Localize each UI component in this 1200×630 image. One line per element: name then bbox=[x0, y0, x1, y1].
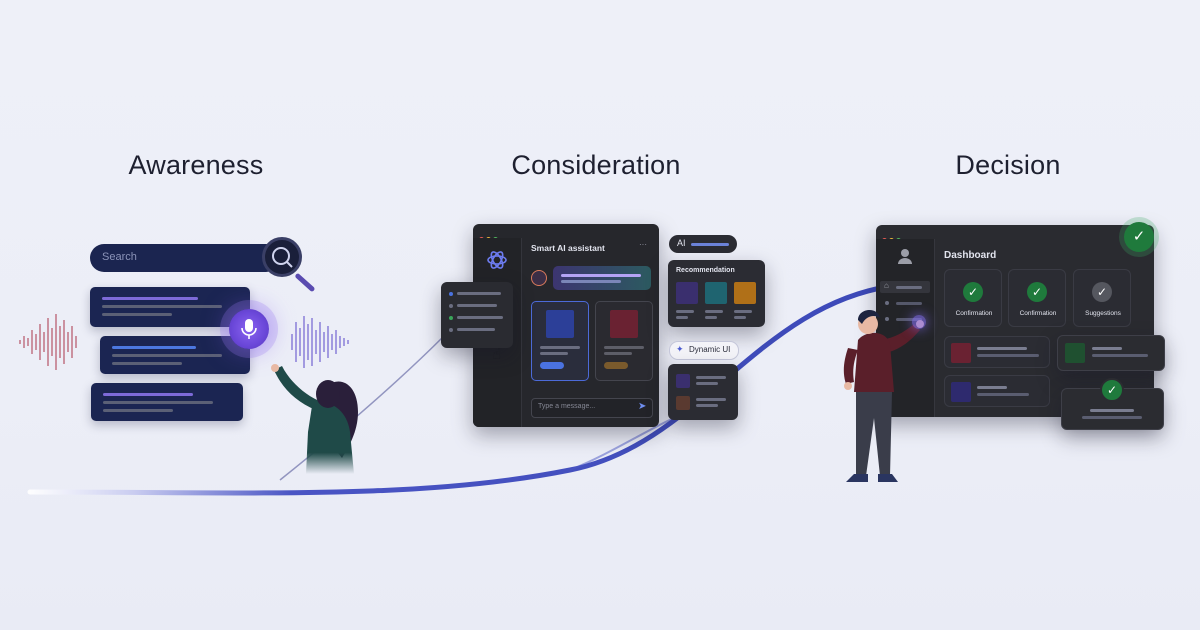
dynamic-ui-label: Dynamic UI bbox=[689, 345, 731, 354]
tap-glow bbox=[912, 315, 926, 329]
confirmation-tile[interactable]: ✓ Confirmation bbox=[944, 269, 1002, 327]
dashboard-title: Dashboard bbox=[944, 250, 997, 261]
list-card[interactable] bbox=[944, 375, 1050, 407]
ai-chip-label: AI bbox=[677, 238, 686, 248]
tile-label: Confirmation bbox=[1019, 310, 1057, 317]
microphone-icon[interactable] bbox=[229, 309, 269, 349]
message-input[interactable]: Type a message... ➤ bbox=[531, 398, 653, 418]
avatar bbox=[531, 270, 547, 286]
sidebar-item[interactable] bbox=[880, 313, 930, 325]
sound-wave-icon bbox=[19, 314, 77, 370]
pointer-hand-icon: ☝ bbox=[492, 346, 502, 363]
search-placeholder: Search bbox=[102, 251, 137, 263]
dashboard-window: ⌂ Dashboard ✓ Confirmation ✓ Confirmatio… bbox=[876, 225, 1154, 417]
more-options-icon[interactable]: ··· bbox=[639, 240, 647, 249]
confirmation-tile[interactable]: ✓ Confirmation bbox=[1008, 269, 1066, 327]
dynamic-ui-chip[interactable]: ✦ Dynamic UI bbox=[669, 341, 739, 360]
option-card[interactable] bbox=[595, 301, 653, 381]
man-figure bbox=[843, 309, 924, 482]
result-card[interactable] bbox=[91, 383, 243, 421]
search-input[interactable]: Search bbox=[90, 244, 280, 272]
list-panel bbox=[668, 364, 738, 420]
assistant-title: Smart AI assistant bbox=[531, 243, 605, 253]
assistant-message-bubble bbox=[553, 266, 651, 290]
user-icon bbox=[898, 249, 912, 264]
ai-logo-icon bbox=[487, 251, 507, 269]
message-placeholder: Type a message... bbox=[538, 403, 596, 410]
stage-title-decision: Decision bbox=[955, 150, 1061, 180]
list-card[interactable] bbox=[944, 336, 1050, 368]
result-card[interactable] bbox=[90, 287, 250, 327]
check-icon: ✓ bbox=[1092, 282, 1112, 302]
check-icon: ✓ bbox=[963, 282, 983, 302]
sidebar-item[interactable] bbox=[880, 297, 930, 309]
check-icon: ✓ bbox=[1027, 282, 1047, 302]
stage-title-awareness: Awareness bbox=[128, 150, 264, 180]
tile-label: Suggestions bbox=[1085, 310, 1121, 317]
home-icon: ⌂ bbox=[884, 281, 889, 290]
recommendation-title: Recommendation bbox=[676, 267, 735, 274]
confirmed-card[interactable] bbox=[1061, 388, 1164, 430]
sidebar-item-home[interactable]: ⌂ bbox=[880, 281, 930, 293]
tile-label: Confirmation bbox=[955, 310, 993, 317]
sound-wave-icon bbox=[291, 316, 349, 368]
floating-card[interactable] bbox=[1057, 335, 1165, 371]
result-card[interactable] bbox=[100, 336, 250, 374]
check-icon: ✓ bbox=[1100, 378, 1124, 402]
woman-figure bbox=[271, 364, 358, 474]
send-icon[interactable]: ➤ bbox=[638, 401, 647, 412]
ai-chip[interactable]: AI bbox=[669, 235, 737, 253]
recommendation-panel: Recommendation bbox=[668, 260, 765, 327]
sparkle-icon: ✦ bbox=[676, 344, 684, 354]
suggestions-tile[interactable]: ✓ Suggestions bbox=[1073, 269, 1131, 327]
stage-title-consideration: Consideration bbox=[511, 150, 681, 180]
option-card[interactable] bbox=[531, 301, 589, 381]
floating-menu bbox=[441, 282, 513, 348]
success-check-badge: ✓ bbox=[1124, 222, 1154, 252]
magnifier-icon[interactable] bbox=[262, 237, 302, 277]
